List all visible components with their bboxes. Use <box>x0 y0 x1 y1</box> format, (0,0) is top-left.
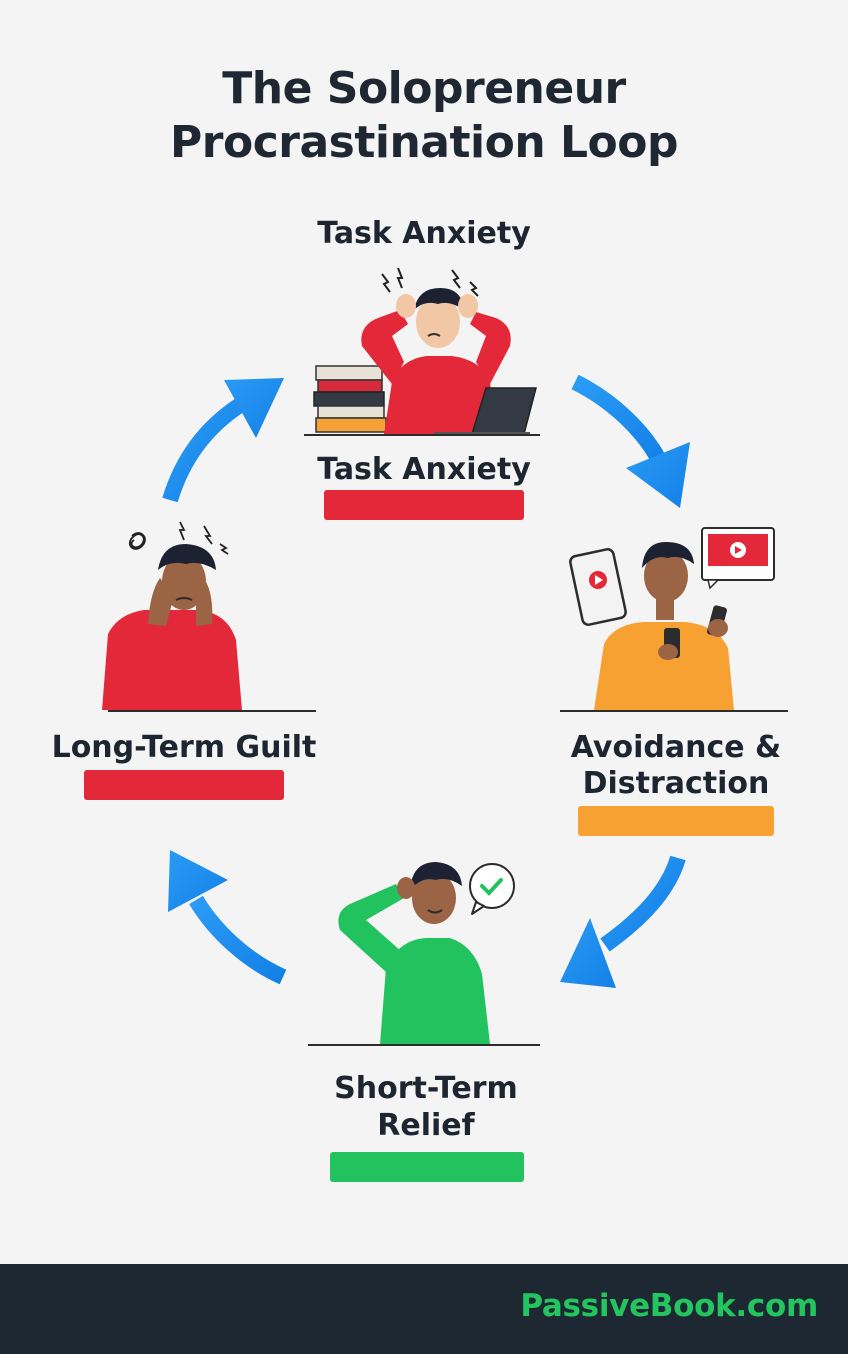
relief-line-2: Relief <box>377 1108 475 1143</box>
avoidance-distraction-label: Avoidance & Distraction <box>556 730 796 802</box>
right-floor-line <box>560 710 788 712</box>
avoidance-line-1: Avoidance & <box>570 730 782 765</box>
top-floor-line <box>304 434 540 436</box>
long-term-guilt-bar <box>84 770 284 800</box>
task-anxiety-label: Task Anxiety <box>317 452 531 487</box>
left-floor-line <box>108 710 316 712</box>
avoidance-line-2: Distraction <box>582 766 770 801</box>
relieved-person-illustration <box>338 862 515 1044</box>
arrow-top-right <box>571 374 690 508</box>
stress-scribble-icon <box>129 521 229 555</box>
avoidance-distraction-bar <box>578 806 774 836</box>
diagram-title: The Solopreneur Procrastination Loop <box>0 62 848 170</box>
footer: PassiveBook.com <box>0 1264 848 1354</box>
task-anxiety-heading: Task Anxiety <box>317 216 531 251</box>
short-term-relief-bar <box>330 1152 524 1182</box>
short-term-relief-label: Short-Term Relief <box>306 1070 546 1144</box>
long-term-guilt-label: Long-Term Guilt <box>51 730 317 765</box>
title-line-1: The Solopreneur <box>222 63 626 114</box>
guilty-person-illustration <box>102 521 242 710</box>
arrow-top-left <box>162 378 284 503</box>
title-line-2: Procrastination Loop <box>170 117 678 168</box>
book-stack-icon <box>313 365 387 433</box>
relief-line-1: Short-Term <box>334 1071 518 1106</box>
brand-link[interactable]: PassiveBook.com <box>520 1288 818 1324</box>
bottom-floor-line <box>308 1044 540 1046</box>
phone-video-icon <box>569 548 627 626</box>
cycle-arrows <box>162 374 690 988</box>
distracted-person-illustration <box>569 527 775 710</box>
checkmark-bubble-icon <box>469 863 515 915</box>
stress-lightning-icon <box>381 267 479 297</box>
task-anxiety-bar <box>324 490 524 520</box>
anxious-person-illustration <box>313 267 537 436</box>
arrow-bottom-right <box>560 855 686 988</box>
arrow-bottom-left <box>168 850 287 985</box>
video-player-icon <box>701 527 775 590</box>
